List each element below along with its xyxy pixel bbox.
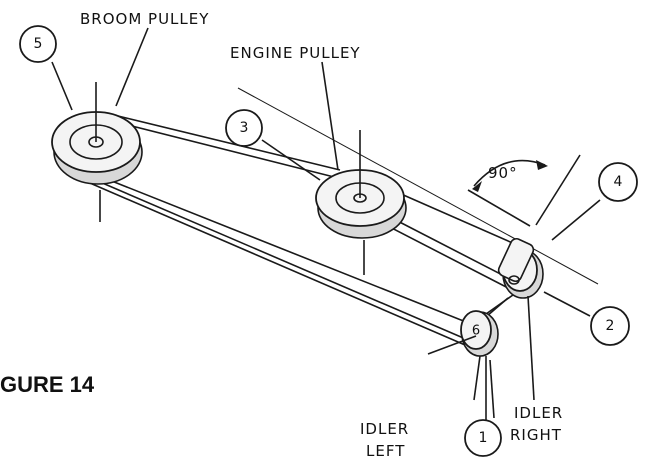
idler-right	[497, 237, 544, 401]
leader-lines	[51, 27, 601, 419]
reference-lines	[237, 87, 599, 285]
svg-text:1: 1	[479, 430, 488, 446]
idler-right-label-line2: RIGHT	[510, 426, 562, 444]
angle-arrow-right	[536, 160, 548, 170]
svg-text:4: 4	[614, 174, 623, 190]
broom-pulley-label: BROOM PULLEY	[80, 10, 209, 28]
callout-5: 5	[19, 25, 57, 63]
idler-left	[427, 310, 499, 420]
svg-text:2: 2	[606, 318, 615, 334]
idler-right-label-line1: IDLER	[514, 404, 563, 422]
callout-3: 3	[225, 109, 263, 147]
callout-4: 4	[598, 162, 638, 202]
idler-left-label-line2: LEFT	[366, 442, 405, 460]
idler-left-label-line1: IDLER	[360, 420, 409, 438]
engine-pulley-label: ENGINE PULLEY	[230, 44, 361, 62]
callout-1: 1	[464, 419, 502, 457]
figure-caption: GURE 14	[0, 372, 95, 397]
svg-text:5: 5	[34, 36, 43, 52]
svg-text:6: 6	[472, 324, 480, 339]
angle-label: 90°	[488, 164, 518, 182]
angle-arrow-left	[472, 181, 482, 192]
callout-2: 2	[590, 306, 630, 346]
callout-6: 6	[472, 324, 480, 339]
engine-pulley	[315, 130, 407, 275]
broom-pulley	[51, 82, 143, 222]
svg-text:3: 3	[240, 120, 249, 136]
